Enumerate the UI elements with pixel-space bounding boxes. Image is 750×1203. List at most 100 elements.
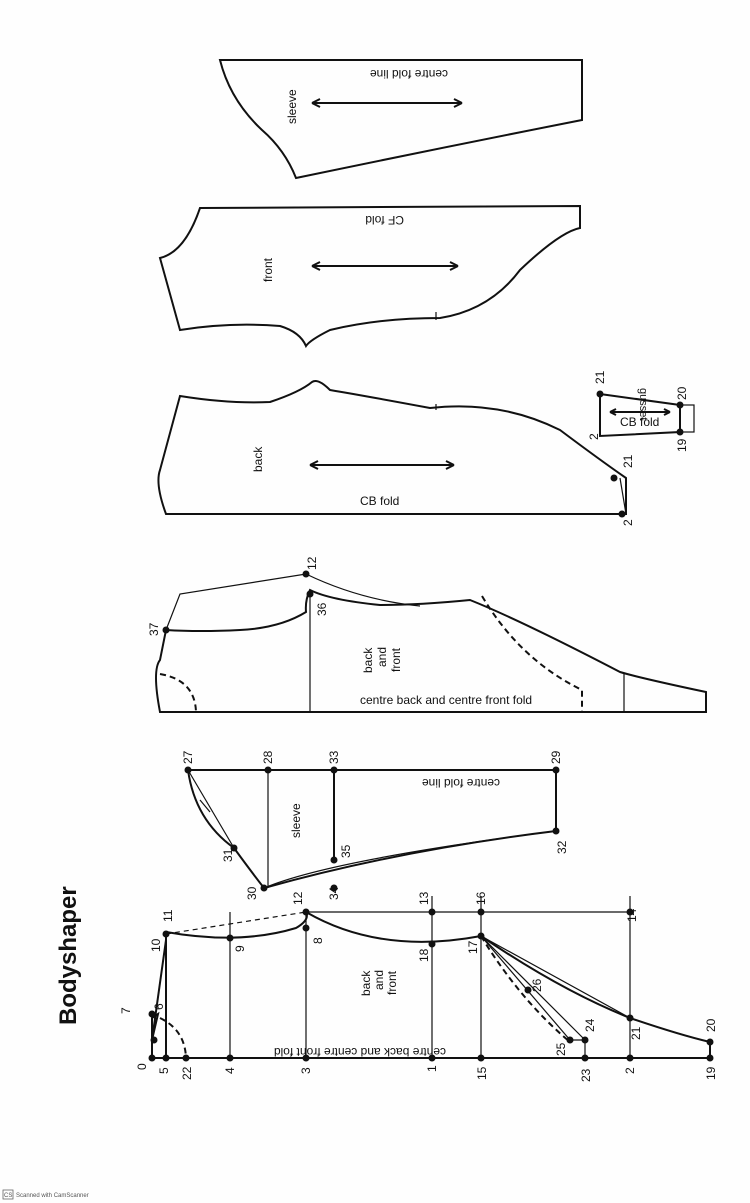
neck-line	[151, 939, 167, 1041]
point-label: 2	[587, 433, 601, 440]
guide-17-21	[480, 935, 631, 1019]
point-label: 21	[621, 454, 635, 468]
point-label: 5	[157, 1067, 171, 1074]
sleeve-underarm	[263, 830, 557, 889]
point-label: 11	[161, 909, 175, 922]
sleeve-draft-label: sleeve	[289, 803, 303, 838]
point-label: 10	[149, 938, 163, 952]
back-piece-label: back	[251, 446, 265, 472]
point-label: 9	[233, 945, 247, 952]
leg-dashed	[480, 935, 571, 1043]
side-curve-12-17	[305, 911, 482, 943]
pattern-point-marker	[706, 1054, 714, 1062]
point-label: 37	[147, 622, 161, 636]
pattern-point-marker	[706, 1038, 714, 1046]
pattern-point-marker	[162, 626, 170, 634]
point-label: 7	[119, 1007, 133, 1014]
pattern-point-marker	[302, 908, 310, 916]
pattern-point-marker	[148, 1010, 156, 1018]
sleeve-cap-mark	[199, 799, 211, 813]
gusset-end	[679, 404, 695, 433]
pattern-point-marker	[626, 1014, 634, 1022]
sleeve-piece-label: sleeve	[285, 89, 299, 124]
guide-17-24	[480, 935, 586, 1041]
pattern-point-marker	[477, 932, 485, 940]
point-label: 26	[530, 978, 544, 992]
armhole-upper	[165, 911, 308, 939]
pattern-point-marker	[302, 570, 310, 578]
pattern-point-marker	[428, 908, 436, 916]
sleeve-piece-outline	[218, 59, 583, 180]
pattern-point-marker	[566, 1036, 574, 1044]
fold-label-2: centre back and centre front fold	[360, 693, 532, 707]
point-label: 24	[583, 1018, 597, 1032]
gusset-fold-label: CB fold	[620, 415, 659, 429]
diagram-title: Bodyshaper	[55, 886, 82, 1025]
point-label: 34	[327, 886, 341, 900]
sleeve-piece-fold-label: centre fold line	[370, 67, 448, 81]
neck-curve	[151, 1011, 160, 1058]
pattern-point-marker	[676, 428, 684, 436]
back-fold-label: CB fold	[360, 494, 399, 508]
pattern-point-marker	[428, 1054, 436, 1062]
pattern-point-marker	[610, 474, 618, 482]
point-label: 4	[223, 1067, 237, 1074]
point-label: 18	[417, 948, 431, 962]
back-grain-arrows	[309, 460, 455, 470]
pattern-point-marker	[428, 940, 436, 948]
front-fold-label: CF fold	[365, 213, 404, 227]
front-grain-arrows	[311, 261, 459, 271]
point-label: 2	[621, 519, 635, 526]
point-label: 14	[625, 908, 639, 922]
point-label: 3	[299, 1067, 313, 1074]
pattern-point-marker	[264, 766, 272, 774]
scanner-logo-icon	[2, 1189, 14, 1200]
sleeve-cap	[187, 769, 265, 889]
point-label: 32	[555, 840, 569, 854]
point-label: 36	[315, 602, 329, 616]
point-label: 30	[245, 886, 259, 900]
crotch-step	[570, 1039, 586, 1058]
point-label: 31	[221, 848, 235, 862]
pattern-point-marker	[524, 986, 532, 994]
back-label: back	[359, 970, 373, 996]
body-draft-2: 37 12 36 back and front centre back and …	[147, 556, 707, 713]
leg-curve	[480, 935, 711, 1043]
point-label: 28	[261, 750, 275, 764]
pattern-point-marker	[330, 856, 338, 864]
sleeve-fold-label: centre fold line	[422, 776, 500, 790]
sleeve-piece: sleeve centre fold line	[218, 59, 583, 180]
body-draft-2-leg-dash	[481, 595, 583, 712]
back-label-2: back	[361, 647, 375, 673]
pattern-point-marker	[552, 766, 560, 774]
body-draft-2-top	[165, 573, 421, 631]
pattern-point-marker	[676, 401, 684, 409]
shoulder-dashed	[165, 911, 307, 935]
point-label: 35	[339, 844, 353, 858]
point-label: 29	[549, 750, 563, 764]
point-label: 21	[593, 370, 607, 384]
point-label: 22	[180, 1066, 194, 1080]
body-draft-2-neck-dash	[159, 673, 197, 713]
pattern-point-marker	[477, 1054, 485, 1062]
gusset-label: gusset	[637, 388, 649, 420]
pattern-point-marker	[184, 766, 192, 774]
pattern-point-marker	[226, 1054, 234, 1062]
pattern-point-marker	[260, 884, 268, 892]
front-piece: front CF fold	[158, 204, 581, 349]
point-label: 27	[181, 750, 195, 764]
sleeve-underarm-guide	[263, 830, 557, 889]
main-draft: 0 5 22 4 3 1 15 23 2 19 7 6 10 11 9 12 8…	[119, 891, 718, 1082]
point-label: 20	[675, 386, 689, 400]
scanner-caption: Scanned with CamScanner	[16, 1193, 89, 1199]
pattern-point-marker	[330, 766, 338, 774]
point-label: 33	[327, 750, 341, 764]
pattern-point-marker	[226, 934, 234, 942]
point-label: 15	[475, 1066, 489, 1080]
point-label: 13	[417, 891, 431, 905]
front-label: front	[385, 970, 399, 995]
point-label: 19	[675, 438, 689, 452]
point-label: 19	[704, 1066, 718, 1080]
